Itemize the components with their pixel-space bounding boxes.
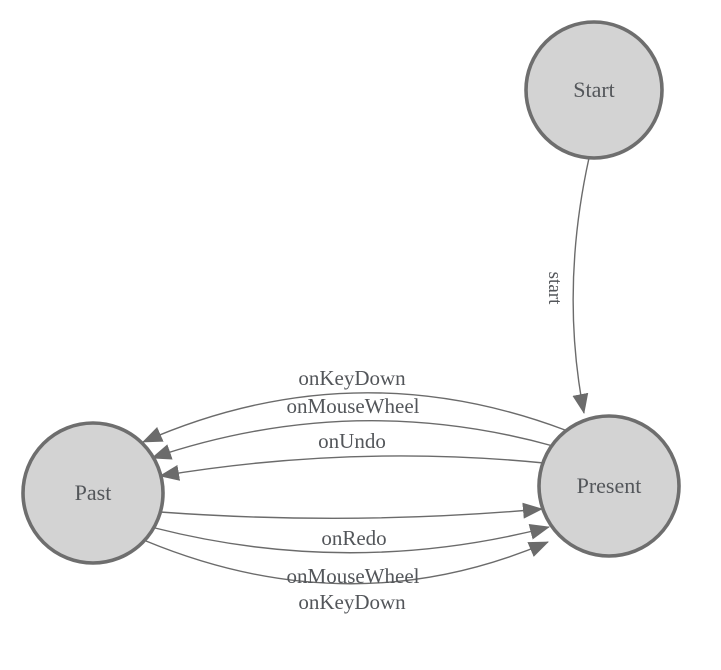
state-node-start-label: Start bbox=[573, 77, 615, 102]
edge-label-onmousewheel-top: onMouseWheel bbox=[287, 394, 420, 418]
edge-label-onkeydown-bottom: onKeyDown bbox=[298, 590, 406, 614]
state-node-past-circle bbox=[21, 421, 165, 565]
state-node-start-circle bbox=[524, 20, 664, 160]
edge-present-to-past-onundo bbox=[159, 455, 545, 481]
state-node-present: Present bbox=[537, 414, 681, 558]
edge-start-to-present bbox=[572, 157, 590, 414]
state-node-present-label: Present bbox=[577, 473, 642, 498]
edge-past-to-present-onmousewheel bbox=[154, 524, 550, 554]
edge-present-to-past-onkeydown bbox=[142, 392, 566, 443]
edge-label-onkeydown-top: onKeyDown bbox=[298, 366, 406, 390]
state-node-past: Past bbox=[21, 421, 165, 565]
edge-label-onundo: onUndo bbox=[318, 429, 386, 453]
state-node-past-label: Past bbox=[75, 480, 112, 505]
edge-past-to-present-onkeydown bbox=[145, 540, 549, 585]
edge-label-group: start onKeyDown onMouseWheel onUndo onRe… bbox=[287, 272, 565, 614]
state-node-present-circle bbox=[537, 414, 681, 558]
edge-present-to-past-onmousewheel bbox=[151, 420, 554, 460]
state-node-start: Start bbox=[524, 20, 664, 160]
edge-label-onredo: onRedo bbox=[321, 526, 386, 550]
edge-past-to-present-onredo bbox=[159, 502, 543, 520]
edge-group bbox=[142, 157, 590, 585]
edge-label-onmousewheel-bottom: onMouseWheel bbox=[287, 564, 420, 588]
node-group: Start Present Past bbox=[21, 20, 681, 565]
edge-label-start: start bbox=[544, 272, 565, 305]
